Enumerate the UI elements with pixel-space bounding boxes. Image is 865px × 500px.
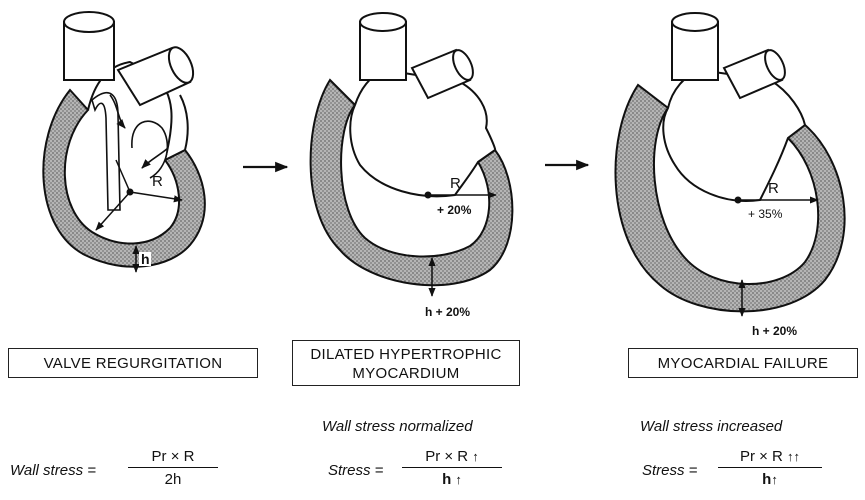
- equation-fraction: Pr × R 2h: [128, 448, 218, 488]
- thickness-change-label: h + 20%: [752, 324, 797, 338]
- wall-stress-note: Wall stress increased: [640, 418, 782, 435]
- equation-lhs: Wall stress =: [10, 462, 96, 479]
- stage-title-myocardial-failure: MYOCARDIAL FAILURE: [628, 348, 858, 378]
- equation-lhs: Stress =: [642, 462, 697, 479]
- stage-title-line1: DILATED HYPERTROPHIC: [293, 345, 519, 364]
- radius-change-label: + 35%: [748, 207, 783, 221]
- heart-failure: R + 35% h + 20%: [615, 13, 844, 338]
- thickness-label: h: [141, 251, 150, 267]
- radius-label: R: [768, 180, 779, 197]
- wall-stress-note: Wall stress normalized: [322, 418, 473, 435]
- radius-label: R: [152, 173, 163, 190]
- increase-arrow-icon: ↑: [455, 472, 462, 487]
- equation-denominator: h↑: [718, 468, 822, 488]
- equation-numerator: Pr × R: [128, 448, 218, 468]
- equation-lhs: Stress =: [328, 462, 383, 479]
- equation-numerator: Pr × R ↑↑: [718, 448, 822, 468]
- heart-normal: R h: [43, 12, 204, 272]
- stage-title-line2: MYOCARDIUM: [293, 364, 519, 383]
- aorta-icon: [64, 12, 114, 80]
- stage-title-text: VALVE REGURGITATION: [9, 354, 257, 373]
- valve-loop: [132, 121, 167, 178]
- heart-upper-outline: [663, 70, 805, 201]
- stage-title-valve-regurgitation: VALVE REGURGITATION: [8, 348, 258, 378]
- equation-fraction: Pr × R ↑↑ h↑: [718, 448, 822, 488]
- stage-title-text: MYOCARDIAL FAILURE: [629, 354, 857, 373]
- heart-dilated: R + 20% h + 20%: [311, 13, 513, 319]
- equation-denominator: 2h: [128, 468, 218, 488]
- equation-fraction: Pr × R ↑ h ↑: [402, 448, 502, 488]
- stage-title-dilated-hypertrophic: DILATED HYPERTROPHIC MYOCARDIUM: [292, 340, 520, 386]
- equation-numerator: Pr × R ↑: [402, 448, 502, 468]
- increase-arrow-icon: ↑: [771, 472, 778, 487]
- increase-arrow-icon: ↑: [472, 449, 479, 464]
- equation-denominator: h ↑: [402, 468, 502, 488]
- aorta-icon: [672, 13, 718, 80]
- increase-arrow-icon: ↑↑: [787, 449, 800, 464]
- radius-change-label: + 20%: [437, 203, 472, 217]
- thickness-change-label: h + 20%: [425, 305, 470, 319]
- radius-arrow: [130, 192, 182, 200]
- regurgitant-flow-tube: [92, 93, 120, 210]
- aorta-icon: [360, 13, 406, 80]
- radius-label: R: [450, 175, 461, 192]
